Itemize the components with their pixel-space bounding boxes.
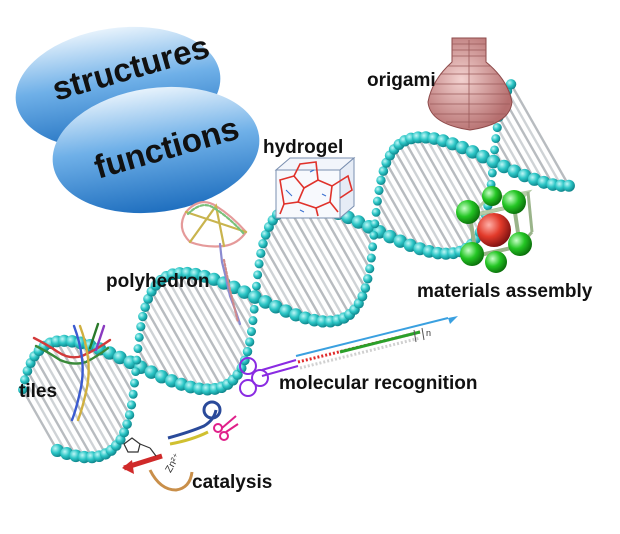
backbone-bead	[136, 322, 145, 331]
hydrogel-cube-icon	[276, 158, 354, 218]
backbone-bead	[255, 259, 264, 268]
backbone-bead	[132, 356, 141, 365]
backbone-bead	[130, 379, 139, 388]
backbone-bead	[361, 283, 371, 293]
backbone-bead	[376, 176, 385, 185]
backbone-bead	[490, 146, 499, 155]
base-pair-rung	[39, 351, 99, 457]
backbone-bead	[371, 219, 380, 228]
backbone-bead	[247, 327, 256, 336]
backbone-bead	[250, 305, 259, 314]
backbone-bead	[138, 312, 147, 321]
backbone-bead	[363, 274, 372, 283]
backbone-bead	[357, 291, 367, 301]
backbone-bead	[367, 254, 376, 263]
backbone-bead	[563, 180, 575, 192]
backbone-bead	[135, 333, 144, 342]
base-pair-rung	[411, 138, 471, 244]
base-pair-rung	[283, 210, 344, 318]
backbone-bead	[493, 123, 502, 132]
base-pair-rung	[289, 207, 350, 314]
backbone-bead	[243, 347, 252, 356]
backbone-bead	[379, 166, 389, 176]
scissors-icon	[214, 416, 238, 440]
base-pair-rung	[405, 141, 466, 249]
backbone-bead	[252, 282, 261, 291]
tiles-label: tiles	[19, 381, 57, 403]
backbone-bead	[256, 249, 265, 258]
backbone-bead	[374, 186, 383, 195]
base-pair-rung	[399, 144, 460, 251]
molecular-recognition-label: molecular recognition	[279, 373, 477, 395]
catalysis-label: catalysis	[192, 472, 272, 494]
backbone-bead	[131, 367, 140, 376]
hydrogel-label: hydrogel	[263, 137, 343, 159]
backbone-bead	[491, 134, 500, 143]
backbone-bead	[125, 410, 134, 419]
backbone-bead	[134, 344, 143, 353]
base-pair-rung	[161, 280, 222, 387]
backbone-bead	[248, 316, 257, 325]
backbone-bead	[368, 242, 377, 251]
origami-vase-icon	[428, 38, 512, 130]
backbone-bead	[488, 169, 497, 178]
backbone-bead	[258, 239, 267, 248]
sequence-index-label: n	[426, 328, 431, 338]
materials-assembly-label: materials assembly	[417, 281, 592, 303]
backbone-bead	[140, 302, 150, 312]
metal-ion-label: Zn²⁺	[164, 452, 184, 475]
backbone-bead	[245, 337, 254, 346]
polyhedron-label: polyhedron	[106, 271, 209, 293]
origami-label: origami	[367, 70, 436, 92]
backbone-bead	[369, 231, 378, 240]
backbone-bead	[372, 208, 381, 217]
backbone-bead	[253, 270, 262, 279]
backbone-bead	[127, 400, 136, 409]
backbone-bead	[129, 390, 138, 399]
backbone-bead	[373, 197, 382, 206]
backbone-bead	[365, 264, 374, 273]
backbone-bead	[122, 419, 132, 429]
arrow-icon	[448, 316, 458, 324]
